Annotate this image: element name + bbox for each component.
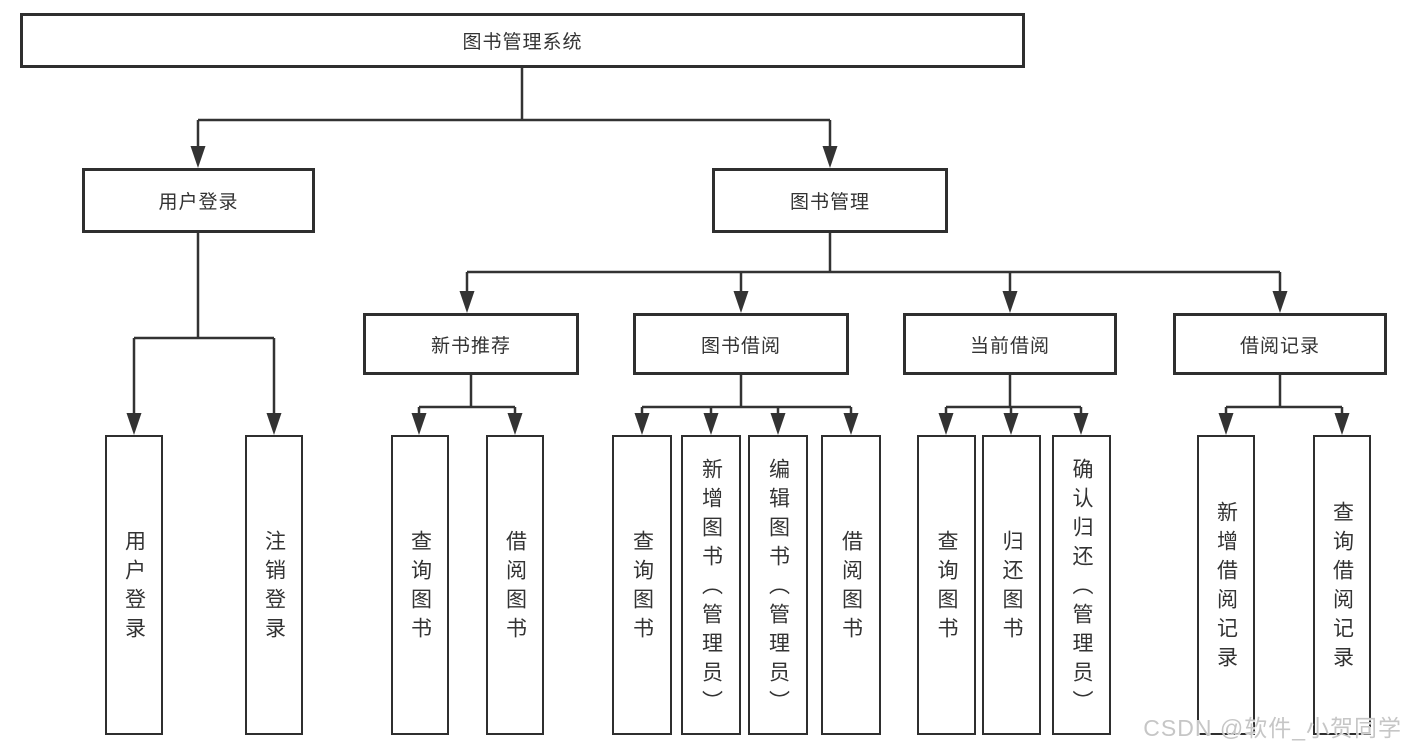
node-user-login: 用户登录: [82, 168, 315, 233]
leaf-query-books-borrow: 查询图书: [612, 435, 672, 735]
leaf-logout: 注销登录: [245, 435, 303, 735]
node-current-borrow: 当前借阅: [903, 313, 1117, 375]
leaf-add-books-admin: 新增图书（管理员）: [681, 435, 741, 735]
leaf-query-books-current: 查询图书: [917, 435, 976, 735]
csdn-watermark: CSDN @软件_小贺同学: [1143, 715, 1402, 741]
leaf-borrow-books: 借阅图书: [821, 435, 881, 735]
node-book-borrow: 图书借阅: [633, 313, 849, 375]
leaf-return-books: 归还图书: [982, 435, 1041, 735]
leaf-borrow-books-recommend: 借阅图书: [486, 435, 544, 735]
leaf-confirm-return-admin: 确认归还（管理员）: [1052, 435, 1111, 735]
node-borrow-records: 借阅记录: [1173, 313, 1387, 375]
leaf-user-login: 用户登录: [105, 435, 163, 735]
leaf-query-borrow-record: 查询借阅记录: [1313, 435, 1371, 735]
node-book-management: 图书管理: [712, 168, 948, 233]
leaf-add-borrow-record: 新增借阅记录: [1197, 435, 1255, 735]
leaf-query-books-recommend: 查询图书: [391, 435, 449, 735]
node-library-management-system: 图书管理系统: [20, 13, 1025, 68]
node-new-book-recommend: 新书推荐: [363, 313, 579, 375]
leaf-edit-books-admin: 编辑图书（管理员）: [748, 435, 808, 735]
arrowheads: [126, 146, 1350, 435]
